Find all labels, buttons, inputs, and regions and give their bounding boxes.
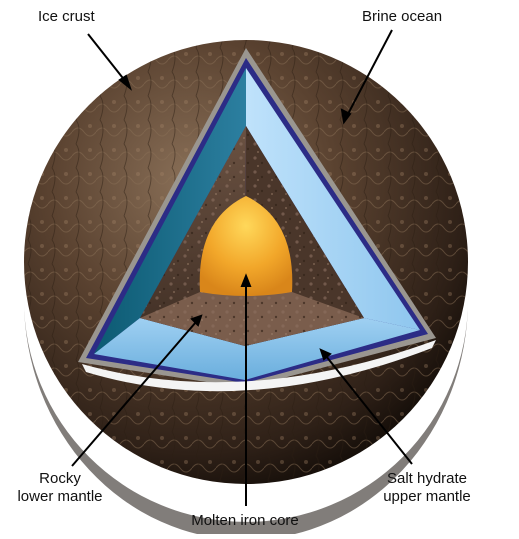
ice-crust-arrowhead bbox=[118, 74, 133, 91]
label-ice-crust: Ice crust bbox=[38, 8, 95, 25]
rocky-mantle-leader bbox=[71, 321, 197, 467]
salt-hydrate-wall-left bbox=[94, 68, 246, 354]
ice-crust-leader bbox=[87, 33, 127, 83]
label-rocky-line-1: Rocky bbox=[39, 470, 81, 487]
label-salt-hydrate-upper-mantle: Salt hydrate upper mantle bbox=[372, 470, 482, 506]
salt-hydrate-wall-right bbox=[246, 68, 420, 330]
label-rocky-lower-mantle: Rocky lower mantle bbox=[5, 470, 115, 506]
label-molten-iron-core: Molten iron core bbox=[191, 512, 299, 529]
salt-hydrate-floor bbox=[94, 318, 420, 380]
label-rocky-line-2: lower mantle bbox=[17, 488, 103, 505]
label-salt-line-1: Salt hydrate bbox=[386, 470, 468, 487]
iron-core-arrowhead bbox=[240, 273, 252, 287]
brine-ocean-leader bbox=[347, 29, 393, 115]
label-brine-ocean: Brine ocean bbox=[362, 8, 443, 25]
label-salt-line-2: upper mantle bbox=[383, 488, 471, 505]
salt-hydrate-leader bbox=[325, 355, 413, 465]
salt-hydrate-arrowhead bbox=[319, 348, 332, 361]
cut-bottom-rim bbox=[82, 340, 436, 392]
molten-iron-core bbox=[199, 196, 293, 296]
brine-ocean-arrowhead bbox=[340, 108, 352, 125]
rocky-mantle-arrowhead bbox=[190, 314, 203, 327]
rocky-mantle-floor-texture bbox=[140, 292, 364, 346]
leader-lines bbox=[71, 29, 413, 506]
